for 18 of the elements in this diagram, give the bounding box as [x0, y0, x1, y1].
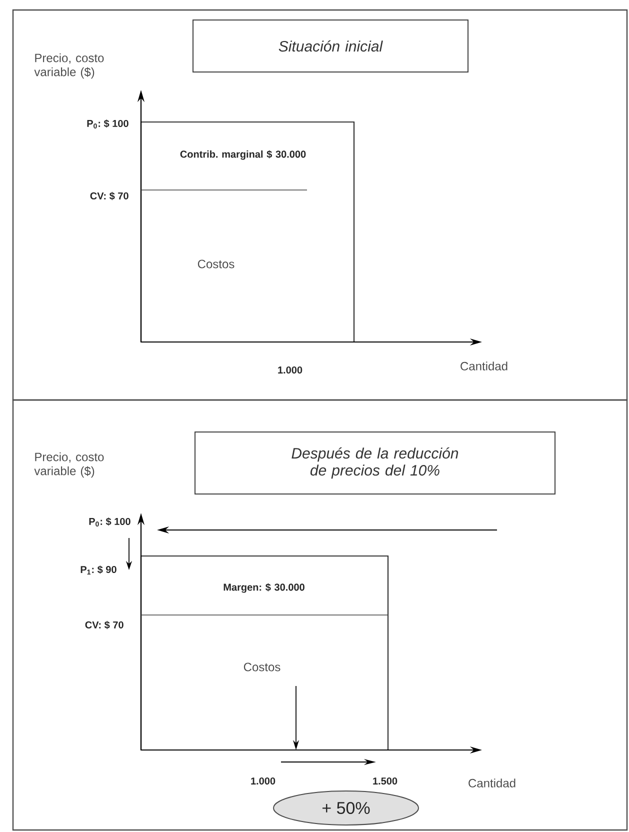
axis-title: Precio, costo variable ($) — [34, 452, 104, 478]
tick-label: CV: $ 70 — [90, 192, 128, 200]
box-text: Costos — [244, 662, 280, 672]
title-box: Situación inicial — [192, 20, 468, 72]
axis-title: Cantidad — [460, 362, 508, 370]
title-box: Después de la reducción de precios del 10% — [194, 432, 556, 494]
tick-label: CV: $ 70 — [85, 620, 124, 630]
box-text: Contrib. marginal $ 30.000 — [180, 150, 306, 160]
axis-title: Cantidad — [468, 778, 516, 788]
tick-label: 1.000 — [278, 366, 302, 374]
box-text: Costos — [198, 260, 234, 268]
axis-title: Precio, costo variable ($) — [34, 53, 104, 79]
tick-label: 1.000 — [251, 777, 276, 785]
box-text: Margen: $ 30.000 — [224, 583, 304, 593]
tick-label: P$_{0}$: $ 100 — [87, 120, 128, 128]
tick-label: P$_{0}$: $ 100 — [89, 518, 130, 526]
tick-label: P$_{1}$: $ 90 — [80, 566, 116, 574]
tick-label: 1.500 — [373, 777, 398, 785]
